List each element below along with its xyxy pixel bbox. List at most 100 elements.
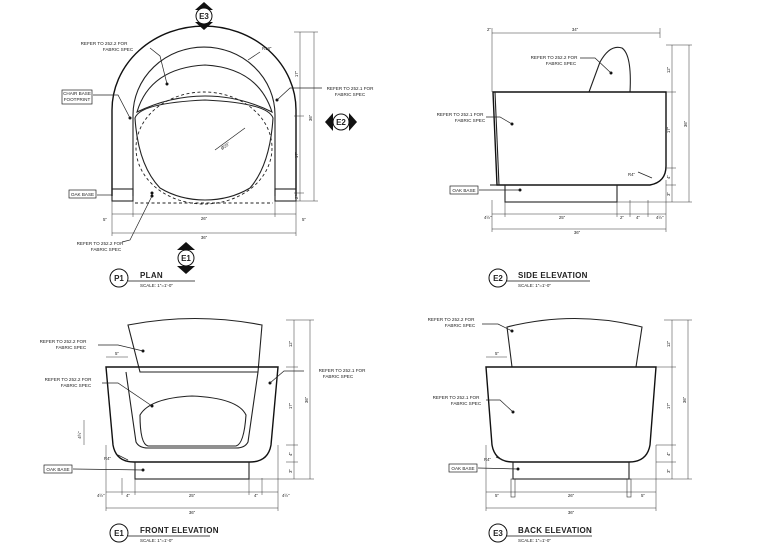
- plan-chair-base-box: [61, 89, 93, 105]
- side-dim-radius: R4": [628, 172, 635, 177]
- plan-dim-v-bottom: 2": [294, 195, 299, 199]
- plan-note-252-1-l2: FABRIC SPEC: [335, 92, 366, 97]
- side-dim-v3: 4": [666, 175, 671, 179]
- side-dim-mid: 25": [559, 215, 566, 220]
- back-scale: SCALE: 1"=1'-0": [518, 538, 551, 543]
- side-oak-base-box: [449, 185, 479, 195]
- plan-dim-diameter: Ø25": [220, 141, 231, 151]
- front-back-panel: [127, 317, 263, 373]
- plan-dim-left: 5": [103, 217, 107, 222]
- side-dim-r2: 4": [636, 215, 640, 220]
- back-dim-radius: R4": [484, 457, 491, 462]
- plan-note-oak-base: OAK BASE: [71, 192, 94, 197]
- side-note-252-1-l1: REFER TO 252.1 FOR: [437, 112, 484, 117]
- back-note-252-1-l2: FABRIC SPEC: [451, 401, 482, 406]
- plan-dim-overall: 36": [201, 235, 208, 240]
- back-dim-overall: 36": [568, 510, 575, 515]
- plan-note-chair-base-l2: FOOTPRINT: [64, 97, 91, 102]
- side-title-block: E2 SIDE ELEVATION SCALE: 1"=1'-0": [488, 268, 590, 288]
- front-dim-b1: 4": [126, 493, 130, 498]
- plan-note-252-2-bottom-l2: FABRIC SPEC: [91, 247, 122, 252]
- back-oak-base-box: [448, 463, 478, 473]
- side-dim-top: 34": [572, 27, 579, 32]
- side-dim-r1: 2": [620, 215, 624, 220]
- front-note-252-2-top-l1: REFER TO 252.2 FOR: [40, 339, 87, 344]
- back-dim-v-overall: 36": [682, 396, 687, 403]
- side-dim-overall: 36": [574, 230, 581, 235]
- plan-title-block: P1 PLAN SCALE: 1"=1'-0": [109, 268, 195, 288]
- back-dim-v1: 12": [666, 340, 671, 347]
- plan-note-252-1-l1: REFER TO 252.1 FOR: [327, 86, 374, 91]
- back-title: BACK ELEVATION: [518, 526, 592, 535]
- front-dim-v4: 3": [288, 469, 293, 473]
- front-oak-base-box: [43, 464, 73, 474]
- plan-dim-right: 5": [302, 217, 306, 222]
- front-note-252-2-mid-l2: FABRIC SPEC: [61, 383, 92, 388]
- plan-left-arm-base: [111, 188, 134, 202]
- plan-dim-v-mid: 17": [294, 151, 299, 158]
- plan-oak-base-box: [68, 189, 97, 199]
- front-dim-v3: 4": [288, 452, 293, 456]
- side-title: SIDE ELEVATION: [518, 271, 588, 280]
- front-seat-cushion: [139, 395, 247, 447]
- front-dim-radius: R4": [104, 456, 111, 461]
- plan-dim-v-overall: 36": [308, 114, 313, 121]
- front-scale: SCALE: 1"=1'-0": [140, 538, 173, 543]
- front-dim-left-h: 4½": [77, 431, 82, 439]
- back-title-block: E3 BACK ELEVATION SCALE: 1"=1'-0": [488, 523, 592, 543]
- back-dim-v2: 17": [666, 402, 671, 409]
- back-note-252-1-l1: REFER TO 252.1 FOR: [433, 395, 480, 400]
- back-note-252-2-l2: FABRIC SPEC: [445, 323, 476, 328]
- plan-dim-v-top: 17": [294, 70, 299, 77]
- plan-inner-shell: [132, 46, 276, 196]
- back-dim-b1: 5": [495, 493, 499, 498]
- side-note-252-2-l1: REFER TO 252.2 FOR: [531, 55, 578, 60]
- back-base: [512, 461, 630, 480]
- front-title-block: E1 FRONT ELEVATION SCALE: 1"=1'-0": [109, 523, 219, 543]
- side-tag: E2: [493, 274, 503, 283]
- marker-e2-right-label: E2: [336, 118, 346, 127]
- plan-note-chair-base-l1: CHAIR BASE: [63, 91, 91, 96]
- plan-dim-mid: 26": [201, 216, 208, 221]
- back-dim-b2: 5": [641, 493, 645, 498]
- back-note-252-2-l1: REFER TO 252.2 FOR: [428, 317, 475, 322]
- side-back-cushion: [588, 46, 631, 93]
- back-elevation-view: REFER TO 252.2 FOR FABRIC SPEC REFER TO …: [428, 317, 692, 543]
- front-dim-br: 4½": [282, 493, 290, 498]
- front-dim-v-overall: 36": [304, 396, 309, 403]
- front-dim-b2: 4": [254, 493, 258, 498]
- marker-e1-bottom-label: E1: [181, 254, 191, 263]
- plan-seat-cushion: [134, 99, 274, 201]
- plan-back-cushion: [136, 64, 273, 114]
- side-dim-bl: 4½": [484, 215, 492, 220]
- plan-dim-radius: R18": [262, 46, 272, 51]
- side-dim-v-overall: 36": [683, 120, 688, 127]
- plan-view: REFER TO 252.2 FOR FABRIC SPEC CHAIR BAS…: [61, 2, 374, 288]
- front-dim-v1: 12": [288, 340, 293, 347]
- front-base: [134, 461, 250, 480]
- back-dim-v4: 3": [666, 469, 671, 473]
- side-note-oak-base: OAK BASE: [452, 188, 475, 193]
- front-note-252-2-mid-l1: REFER TO 252.2 FOR: [45, 377, 92, 382]
- side-note-252-2-l2: FABRIC SPEC: [546, 61, 577, 66]
- back-dim-top-left: 5": [495, 351, 499, 356]
- plan-scale: SCALE: 1"=1'-0": [140, 283, 173, 288]
- marker-e3-top[interactable]: E3: [195, 2, 213, 30]
- side-dim-r3: 4½": [656, 215, 664, 220]
- plan-base-footprint: [135, 91, 273, 205]
- marker-e2-right[interactable]: E2: [325, 113, 357, 131]
- side-elevation-view: REFER TO 252.2 FOR FABRIC SPEC REFER TO …: [437, 27, 692, 288]
- marker-e1-bottom[interactable]: E1: [177, 242, 195, 274]
- front-note-252-1-l1: REFER TO 252.1 FOR: [319, 368, 366, 373]
- front-dim-overall: 36": [189, 510, 196, 515]
- plan-note-252-2-top-l1: REFER TO 252.2 FOR: [81, 41, 128, 46]
- plan-note-252-2-bottom-l1: REFER TO 252.2 FOR: [77, 241, 124, 246]
- back-dim-v3: 4": [666, 452, 671, 456]
- back-body: [485, 366, 657, 463]
- side-scale: SCALE: 1"=1'-0": [518, 283, 551, 288]
- front-dim-v2: 17": [288, 402, 293, 409]
- front-dim-mid: 25": [189, 493, 196, 498]
- front-note-252-2-top-l2: FABRIC SPEC: [56, 345, 87, 350]
- back-dim-mid: 26": [568, 493, 575, 498]
